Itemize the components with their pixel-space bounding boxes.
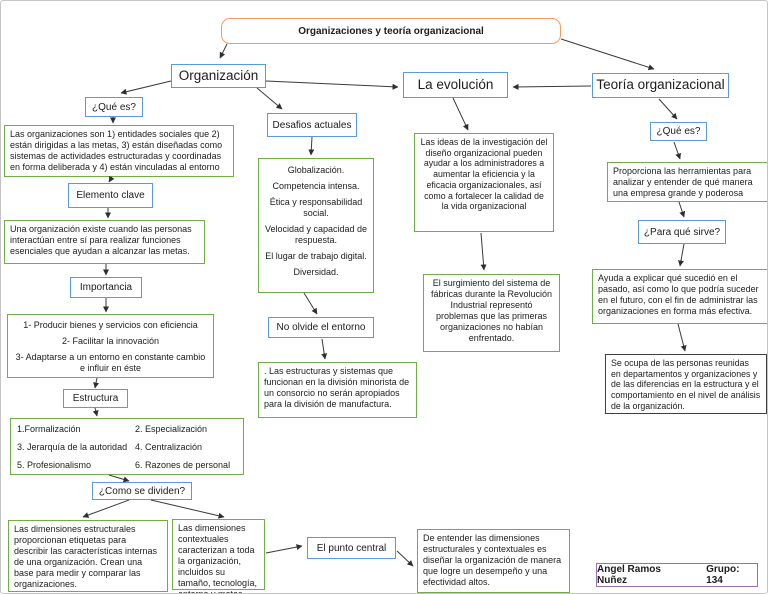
list-importancia: 1- Producir bienes y servicios con efici… (7, 314, 214, 378)
text-punto-central: De entender las dimensiones estructurale… (417, 529, 570, 593)
list-item: 4. Centralización (135, 442, 203, 452)
node-como-se-dividen: ¿Como se dividen? (92, 482, 192, 500)
text-elemento-clave: Una organización existe cuando las perso… (4, 220, 205, 264)
text-definicion-organizaciones: Las organizaciones son 1) entidades soci… (4, 125, 234, 177)
node-que-es-teoria: ¿Qué es? (650, 122, 707, 141)
node-desafios-actuales: Desafios actuales (267, 113, 357, 137)
node-importancia: Importancia (70, 277, 142, 298)
author-box: Angel Ramos Nuñez Grupo: 134 (596, 563, 758, 587)
list-item: Velocidad y capacidad de respuesta. (264, 223, 368, 245)
list-item: 1- Producir bienes y servicios con efici… (23, 320, 198, 330)
list-item: 6. Razones de personal (135, 460, 231, 470)
list-item: Ética y responsabilidad social. (269, 196, 363, 218)
list-item: Globalización. (287, 165, 345, 175)
list-item: 3. Jerarquía de la autoridad (17, 442, 128, 452)
list-item: 1.Formalización (17, 424, 81, 434)
text-no-olvide-el-entorno: . Las estructuras y sistemas que funcion… (258, 362, 417, 418)
text-ayuda-a-explicar: Ayuda a explicar qué sucedió en el pasad… (592, 269, 767, 324)
list-item: Competencia intensa. (272, 180, 360, 191)
author-group: Grupo: 134 (706, 564, 740, 586)
list-desafios: Globalización. Competencia intensa. Étic… (258, 158, 374, 293)
list-item: 3- Adaptarse a un entorno en constante c… (15, 351, 206, 373)
node-el-punto-central: El punto central (307, 537, 396, 559)
map-title: Organizaciones y teoría organizacional (221, 18, 561, 44)
text-dimensiones-estructurales: Las dimensiones estructurales proporcion… (8, 520, 168, 592)
text-surgimiento-fabricas: El surgimiento del sistema de fábricas d… (423, 274, 560, 352)
list-item: 2- Facilitar la innovación (61, 335, 160, 346)
list-item: 2. Especialización (135, 424, 208, 434)
text-evolucion-definicion: Las ideas de la investigación del diseño… (414, 133, 554, 232)
text-proporciona-herramientas: Proporciona las herramientas para analiz… (607, 162, 767, 202)
text-dimensiones-contextuales: Las dimensiones contextuales caracteriza… (172, 519, 265, 593)
node-estructura: Estructura (63, 389, 128, 408)
node-que-es-organizacion: ¿Qué es? (85, 97, 143, 117)
list-item: Diversidad. (293, 266, 339, 277)
list-item: El lugar de trabajo digital. (265, 250, 367, 261)
list-estructura: 1.Formalización 2. Especialización 3. Je… (10, 418, 244, 475)
author-name: Angel Ramos Nuñez (597, 564, 661, 586)
node-organizacion: Organización (171, 64, 266, 88)
node-para-que-sirve: ¿Para qué sirve? (638, 220, 726, 244)
text-se-ocupa-personas: Se ocupa de las personas reunidas en dep… (605, 354, 767, 414)
list-item: 5. Profesionalismo (17, 460, 92, 470)
node-teoria-organizacional: Teoría organizacional (592, 73, 729, 98)
node-la-evolucion: La evolución (403, 72, 508, 98)
node-elemento-clave: Elemento clave (68, 183, 153, 208)
node-no-olvide-el-entorno: No olvide el entorno (268, 317, 374, 338)
